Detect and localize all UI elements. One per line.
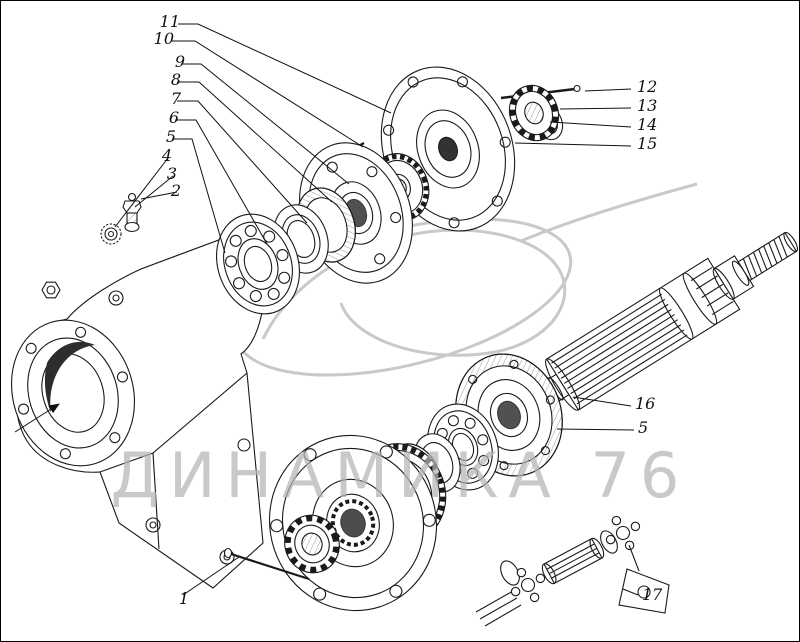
callout-10: 10 bbox=[153, 29, 174, 48]
leader-9 bbox=[181, 63, 350, 185]
callout-12: 12 bbox=[637, 77, 658, 96]
leader-16 bbox=[572, 396, 632, 407]
leader-14 bbox=[549, 121, 632, 128]
leader-1 bbox=[182, 556, 240, 596]
splined-shaft bbox=[541, 231, 798, 411]
callout-2: 2 bbox=[170, 181, 181, 200]
callout-5: 5 bbox=[165, 127, 176, 146]
leader-5 bbox=[172, 138, 226, 254]
callout-13: 13 bbox=[637, 96, 658, 115]
callout-16: 16 bbox=[635, 394, 656, 413]
callout-15: 15 bbox=[637, 134, 658, 153]
leader-5b bbox=[556, 428, 635, 431]
callout-17: 17 bbox=[642, 585, 663, 604]
callout-8: 8 bbox=[170, 70, 181, 89]
knurled-plug bbox=[100, 223, 122, 245]
callout-9: 9 bbox=[174, 52, 185, 71]
callout-14: 14 bbox=[637, 115, 658, 134]
coupling-lower bbox=[284, 514, 340, 574]
callout-3: 3 bbox=[166, 164, 177, 183]
hex-plug bbox=[41, 281, 61, 299]
leader-17 bbox=[622, 588, 639, 596]
leader-8 bbox=[177, 81, 333, 203]
callout-1: 1 bbox=[178, 589, 189, 608]
leader-lines bbox=[14, 23, 639, 596]
leader-13 bbox=[559, 107, 632, 110]
leader-3 bbox=[134, 175, 174, 208]
view-arrow bbox=[14, 403, 60, 433]
long-pin bbox=[223, 547, 310, 581]
leader-2 bbox=[140, 191, 178, 200]
callout-5b: 5 bbox=[638, 418, 649, 437]
leader-4 bbox=[114, 157, 169, 228]
leader-11 bbox=[178, 23, 392, 114]
leader-10 bbox=[172, 40, 364, 148]
ball-bearing-upper bbox=[216, 213, 300, 315]
coupling-upper bbox=[508, 84, 560, 142]
leader-7 bbox=[177, 100, 308, 224]
callout-4: 4 bbox=[161, 146, 172, 165]
callout-11: 11 bbox=[159, 12, 180, 31]
leader-12 bbox=[584, 88, 632, 92]
universal-joint bbox=[475, 515, 670, 627]
leader-6 bbox=[175, 119, 268, 245]
callout-6: 6 bbox=[168, 108, 179, 127]
leader-15 bbox=[514, 142, 632, 147]
callout-7: 7 bbox=[170, 89, 181, 108]
